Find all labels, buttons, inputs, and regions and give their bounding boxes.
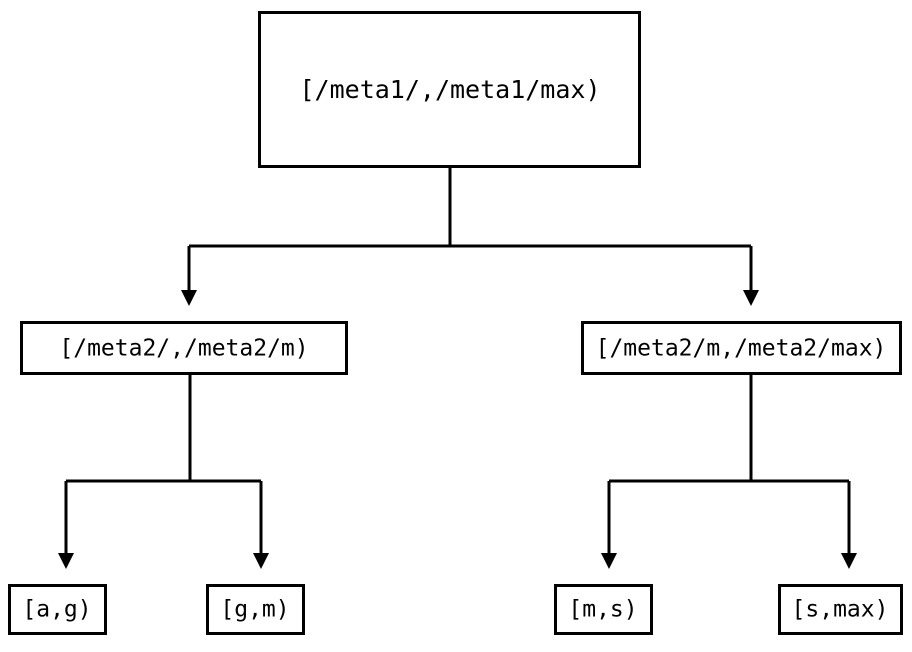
node-leaf-4[interactable]: [s,max) xyxy=(778,584,903,635)
arrowhead-mid-left-to-leaf1 xyxy=(58,553,74,569)
edge-group-mid-right-to-leaves xyxy=(601,375,857,569)
node-leaf-4-label: [s,max) xyxy=(792,597,889,623)
node-mid-right-box[interactable] xyxy=(581,321,902,375)
edge-group-mid-left-to-leaves xyxy=(58,375,269,569)
node-leaf-1-label: [a,g) xyxy=(22,597,91,623)
arrowhead-mid-right-to-leaf3 xyxy=(601,553,617,569)
node-mid-left-label: [/meta2/,/meta2/m) xyxy=(59,336,308,362)
node-leaf-3[interactable]: [m,s) xyxy=(554,584,653,635)
arrowhead-root-to-mid-right xyxy=(743,290,759,306)
node-leaf-3-label: [m,s) xyxy=(568,597,637,623)
node-mid-right[interactable]: [/meta2/m,/meta2/max) xyxy=(581,321,902,375)
node-root[interactable]: [/meta1/,/meta1/max) xyxy=(258,11,641,168)
node-mid-left[interactable]: [/meta2/,/meta2/m) xyxy=(20,321,348,375)
node-leaf-1[interactable]: [a,g) xyxy=(8,584,107,635)
node-mid-left-box[interactable] xyxy=(20,321,348,375)
node-leaf-1-box[interactable] xyxy=(8,584,107,635)
edge-group-root-to-mid xyxy=(181,167,759,306)
node-mid-right-label: [/meta2/m,/meta2/max) xyxy=(596,336,887,362)
node-leaf-4-box[interactable] xyxy=(778,584,903,635)
node-root-label: [/meta1/,/meta1/max) xyxy=(299,75,600,104)
node-leaf-2[interactable]: [g,m) xyxy=(206,584,305,635)
node-root-box[interactable] xyxy=(258,11,641,168)
arrowhead-mid-right-to-leaf4 xyxy=(841,553,857,569)
node-leaf-2-label: [g,m) xyxy=(220,597,289,623)
arrowhead-mid-left-to-leaf2 xyxy=(253,553,269,569)
arrowhead-root-to-mid-left xyxy=(181,290,197,306)
node-leaf-2-box[interactable] xyxy=(206,584,305,635)
node-leaf-3-box[interactable] xyxy=(554,584,653,635)
